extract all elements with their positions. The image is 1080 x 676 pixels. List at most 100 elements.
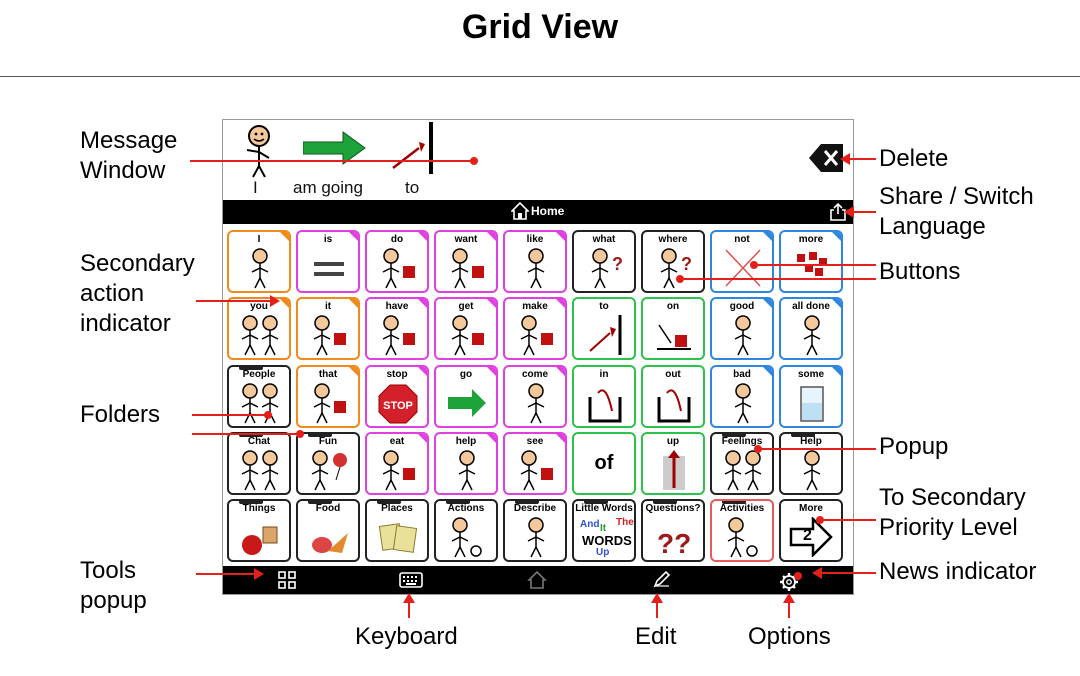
pointer-arrow [844, 206, 854, 218]
grid-button[interactable]: Help [779, 432, 843, 495]
pointer-arrow [812, 567, 822, 579]
secondary-action-indicator [556, 434, 565, 443]
folder-tab-indicator [791, 434, 815, 437]
folder-tab-indicator [584, 501, 608, 504]
symbol-icon [242, 526, 278, 555]
grid-button[interactable]: it [296, 297, 360, 360]
pointer-line [192, 433, 298, 435]
secondary-action-indicator [280, 299, 289, 308]
grid-button[interactable]: see [503, 432, 567, 495]
anno-options: Options [748, 623, 831, 650]
grid-button[interactable]: People [227, 365, 291, 428]
grid-button-label: of [594, 452, 614, 474]
grid-button[interactable]: Questions??? [641, 499, 705, 562]
grid-button-label: Activities [719, 503, 765, 514]
grid-button[interactable]: want [434, 230, 498, 293]
folder-tab-indicator [722, 501, 746, 504]
grid-button[interactable]: go [434, 365, 498, 428]
grid-button-label: it [324, 301, 332, 312]
grid-button[interactable]: get [434, 297, 498, 360]
grid-button[interactable]: Food [296, 499, 360, 562]
grid-button[interactable]: like [503, 230, 567, 293]
grid-button-label: stop [386, 369, 408, 380]
secondary-action-indicator [487, 299, 496, 308]
grid-button[interactable]: what? [572, 230, 636, 293]
secondary-action-indicator [349, 367, 358, 376]
symbol-icon [725, 249, 761, 287]
symbol-icon [527, 248, 545, 289]
grid-button[interactable]: have [365, 297, 429, 360]
home-navbar: Home [223, 200, 853, 224]
grid-button[interactable]: make [503, 297, 567, 360]
grid-button[interactable]: Fun [296, 432, 360, 495]
keyboard-icon[interactable] [399, 571, 423, 589]
secondary-action-indicator [487, 434, 496, 443]
grid-button[interactable]: where? [641, 230, 705, 293]
grid-button[interactable]: you [227, 297, 291, 360]
grid-button[interactable]: Activities [710, 499, 774, 562]
grid-button[interactable]: more [779, 230, 843, 293]
symbol-icon [451, 248, 484, 289]
grid-button-label: up [666, 436, 680, 447]
home-icon[interactable] [511, 202, 529, 220]
folder-tab-indicator [308, 501, 332, 504]
symbol-icon [797, 252, 827, 276]
anno-text: Tools [80, 557, 137, 584]
folder-tab-indicator [239, 434, 263, 437]
grid-button[interactable]: Things [227, 499, 291, 562]
grid-button[interactable]: good [710, 297, 774, 360]
little-words-text: And [580, 519, 600, 530]
pencil-icon[interactable] [651, 570, 671, 590]
symbol-icon [312, 533, 348, 553]
folder-tab-indicator [722, 434, 746, 437]
grid-button[interactable]: some [779, 365, 843, 428]
grid-button[interactable]: on [641, 297, 705, 360]
grid-button[interactable]: eat [365, 432, 429, 495]
svg-text:?: ? [612, 254, 623, 274]
anno-buttons: Buttons [879, 258, 961, 285]
grid-button[interactable]: Actions [434, 499, 498, 562]
bottom-toolbar [223, 566, 853, 594]
grid-button[interactable]: Feelings [710, 432, 774, 495]
grid-button[interactable]: bad [710, 365, 774, 428]
grid-button[interactable]: I [227, 230, 291, 293]
grid-button[interactable]: is [296, 230, 360, 293]
grid-button[interactable]: help [434, 432, 498, 495]
grid-button[interactable]: to [572, 297, 636, 360]
symbol-icon: ?? [657, 528, 691, 559]
symbol-icon [588, 389, 622, 423]
grid-button-label: have [385, 301, 409, 312]
grid-button[interactable]: out [641, 365, 705, 428]
little-words-text: Up [596, 547, 610, 558]
grid-button[interactable]: do [365, 230, 429, 293]
delete-icon[interactable] [809, 142, 845, 174]
grid-button-label: Help [800, 436, 822, 447]
grid-button[interactable]: Describe [503, 499, 567, 562]
symbol-icon: ? [660, 248, 692, 289]
grid-button[interactable]: come [503, 365, 567, 428]
anno-popup: Popup [879, 433, 949, 460]
grid-button[interactable]: not [710, 230, 774, 293]
grid-button-label: is [323, 234, 333, 245]
pointer-line [190, 160, 474, 162]
symbol-icon [727, 517, 758, 558]
anno-secondary-action: Secondary action indicator [80, 249, 195, 339]
grid-button[interactable]: of [572, 432, 636, 495]
gear-icon[interactable] [779, 570, 803, 592]
grid-button[interactable]: that [296, 365, 360, 428]
anno-text: Language [879, 213, 986, 240]
grid-button[interactable]: in [572, 365, 636, 428]
anno-text: indicator [80, 310, 171, 337]
folder-tab-indicator [239, 367, 263, 370]
symbol-icon [382, 248, 415, 289]
grid-button[interactable]: all done [779, 297, 843, 360]
home-outline-icon[interactable] [527, 570, 547, 590]
grid-button[interactable]: Chat [227, 432, 291, 495]
tools-grid-icon[interactable] [277, 570, 297, 590]
symbol-icon [663, 450, 685, 490]
grid-button[interactable]: up [641, 432, 705, 495]
grid-button[interactable]: Places [365, 499, 429, 562]
